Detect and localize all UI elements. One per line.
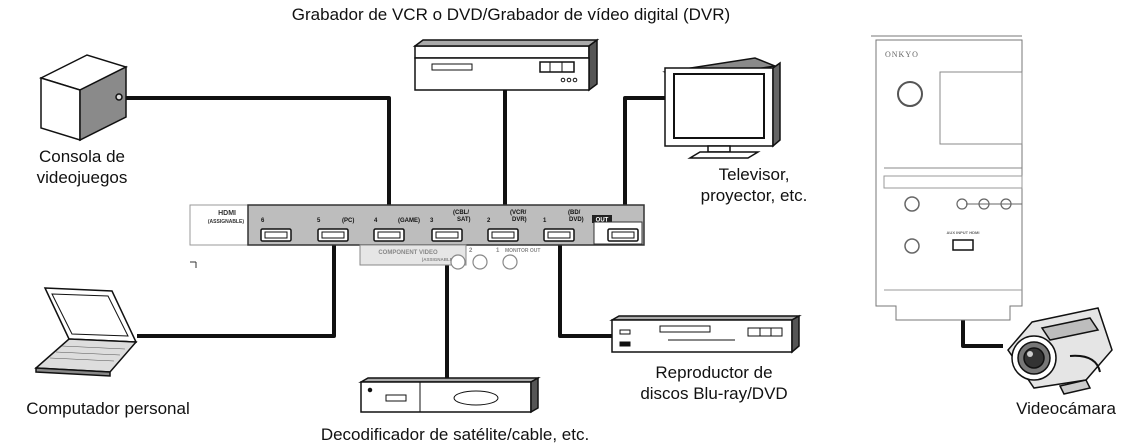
- recorder-icon: [412, 38, 600, 92]
- laptop-icon: [34, 287, 138, 377]
- game-console-icon: [38, 54, 129, 142]
- svg-text:2: 2: [469, 248, 473, 254]
- svg-text:SAT): SAT): [457, 217, 471, 223]
- console-label-line2: videojuegos: [36, 168, 128, 187]
- console-label: Consola de videojuegos: [18, 146, 146, 188]
- television-icon: [662, 57, 781, 159]
- port-5-num: 5: [317, 218, 321, 224]
- tv-label-line1: Televisor,: [718, 165, 790, 184]
- component-title: COMPONENT VIDEO: [378, 250, 438, 256]
- computer-label: Computador personal: [26, 399, 190, 418]
- tv-label: Televisor, proyector, etc.: [672, 164, 836, 206]
- port-1-name: (BD/: [568, 210, 581, 216]
- svg-text:DVR): DVR): [512, 217, 527, 223]
- cable-pc: [137, 244, 336, 338]
- receiver-aux-label: AUX INPUT HDMI: [947, 230, 980, 235]
- monitor-out-label: MONITOR OUT: [505, 248, 540, 254]
- port-labels: 6 5 (PC) 4 (GAME) 3 (CBL/ SAT) 2 (VCR/ D…: [261, 210, 584, 224]
- bluray-label-line1: Reproductor de: [655, 363, 773, 382]
- receiver-brand: ONKYO: [885, 50, 919, 59]
- out-label: OUT: [596, 218, 609, 224]
- recorder-label: Grabador de VCR o DVD/Grabador de vídeo …: [291, 5, 731, 24]
- satellite-label: Decodificador de satélite/cable, etc.: [320, 425, 590, 444]
- cable-tv: [623, 96, 665, 230]
- svg-text:DVD): DVD): [569, 217, 584, 223]
- port-3-num: 3: [430, 218, 434, 224]
- svg-text:1: 1: [496, 248, 500, 254]
- satellite-box-icon: [358, 376, 541, 414]
- bluray-label: Reproductor de discos Blu-ray/DVD: [616, 362, 812, 404]
- cable-console: [122, 96, 391, 230]
- hdmi-panel: HDMI (ASSIGNABLE) 6 5 (PC) 4 (GAME) 3 (C…: [189, 204, 645, 270]
- camcorder-icon: [1007, 307, 1113, 395]
- console-label-line1: Consola de: [38, 147, 125, 166]
- cable-bluray: [558, 244, 612, 338]
- port-6-num: 6: [261, 218, 265, 224]
- hdmi-sub: (ASSIGNABLE): [208, 219, 244, 225]
- out-badge: [592, 215, 612, 223]
- port-2-num: 2: [487, 218, 491, 224]
- camcorder-label: Videocámara: [1016, 399, 1116, 418]
- port-2-name: (VCR/: [510, 210, 527, 216]
- bluray-label-line2: discos Blu-ray/DVD: [640, 384, 788, 403]
- port-5-name: (PC): [342, 218, 354, 224]
- port-3-name: (CBL/: [453, 210, 469, 216]
- component-sub: (ASSIGNABLE): [422, 257, 455, 262]
- tv-label-line2: proyector, etc.: [700, 186, 808, 205]
- receiver-icon: ONKYO AUX INPUT HDMI: [871, 35, 1023, 321]
- hdmi-title: HDMI: [218, 210, 236, 217]
- bluray-player-icon: [609, 314, 802, 354]
- port-4-num: 4: [374, 218, 378, 224]
- port-4-name: (GAME): [398, 218, 420, 224]
- port-1-num: 1: [543, 218, 547, 224]
